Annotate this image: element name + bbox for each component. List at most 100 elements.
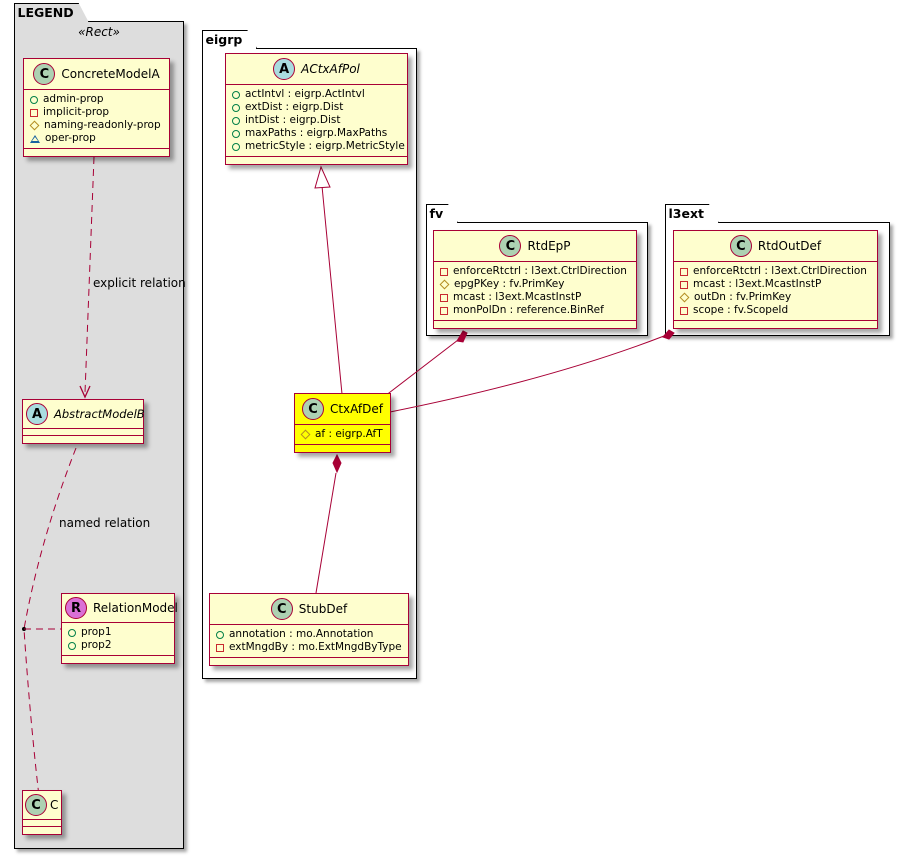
methods-compartment: [62, 656, 174, 663]
public-visibility-icon: [232, 116, 240, 125]
attribute-row: annotation : mo.Annotation: [216, 628, 402, 641]
legend-package-tab: LEGEND: [14, 3, 89, 22]
attribute-row: enforceRtctrl : l3ext.CtrlDirection: [680, 265, 871, 278]
abstract-badge-icon: A: [273, 58, 296, 80]
attribute-text: outDn : fv.PrimKey: [694, 291, 792, 303]
public-visibility-icon: [232, 103, 240, 112]
class-c[interactable]: C C: [22, 790, 62, 835]
composition-rtdepp-line: [384, 339, 459, 397]
public-visibility-icon: [232, 142, 240, 151]
class-stubdef[interactable]: C StubDef annotation : mo.Annotation ext…: [209, 593, 409, 666]
attribute-row: prop1: [68, 626, 168, 639]
attribute-text: monPolDn : reference.BinRef: [453, 304, 604, 316]
methods-compartment: [295, 445, 390, 452]
explicit-relation-line: [84, 156, 95, 394]
methods-compartment: [226, 157, 407, 164]
relation-badge-icon: R: [65, 597, 87, 619]
attribute-row: outDn : fv.PrimKey: [679, 291, 871, 304]
inheritance-arrowhead: [314, 165, 331, 189]
composition-rtdoutdef-line: [389, 335, 665, 413]
class-badge-icon: C: [33, 63, 56, 85]
attribute-text: maxPaths : eigrp.MaxPaths: [245, 127, 388, 139]
attribute-text: actIntvl : eigrp.ActIntvl: [245, 88, 365, 100]
class-relation-model[interactable]: R RelationModel prop1 prop2: [61, 593, 178, 664]
methods-compartment: [434, 321, 636, 328]
attribute-row: af : eigrp.AfT: [300, 428, 384, 441]
attribute-text: mcast : l3ext.McastInstP: [693, 278, 822, 290]
public-visibility-icon: [216, 630, 224, 639]
class-badge-icon: C: [729, 235, 752, 257]
methods-compartment: [24, 149, 169, 156]
public-visibility-icon: [30, 95, 38, 104]
class-name: CtxAfDef: [329, 402, 384, 416]
private-visibility-icon: [440, 293, 448, 302]
attribute-text: annotation : mo.Annotation: [229, 628, 374, 640]
attribute-text: prop2: [81, 639, 112, 651]
class-rtdepp[interactable]: C RtdEpP enforceRtctrl : l3ext.CtrlDirec…: [433, 230, 637, 329]
class-badge-icon: C: [301, 398, 324, 420]
private-visibility-icon: [30, 108, 38, 117]
attribute-row: mcast : l3ext.McastInstP: [680, 278, 871, 291]
private-visibility-icon: [680, 306, 688, 315]
attribute-row: admin-prop: [30, 93, 163, 106]
attribute-row: maxPaths : eigrp.MaxPaths: [232, 127, 401, 140]
private-visibility-icon: [440, 267, 448, 276]
public-visibility-icon: [68, 628, 76, 637]
methods-compartment: [23, 827, 61, 834]
private-visibility-icon: [440, 306, 448, 315]
attribute-text: naming-readonly-prop: [44, 119, 161, 131]
attribute-row: extDist : eigrp.Dist: [232, 101, 401, 114]
attribute-row: scope : fv.ScopeId: [680, 304, 871, 317]
explicit-relation-arrowhead: [79, 385, 91, 399]
class-badge-icon: C: [25, 794, 47, 816]
named-relation-line: [23, 447, 77, 806]
attribute-row: actIntvl : eigrp.ActIntvl: [232, 88, 401, 101]
attribute-row: monPolDn : reference.BinRef: [440, 304, 630, 317]
attribute-text: admin-prop: [43, 93, 104, 105]
attribute-row: mcast : l3ext.McastInstP: [440, 291, 630, 304]
attribute-text: extDist : eigrp.Dist: [245, 101, 344, 113]
attribute-text: mcast : l3ext.McastInstP: [453, 291, 582, 303]
attribute-text: metricStyle : eigrp.MetricStyle: [245, 140, 405, 152]
protected-visibility-icon: [439, 279, 450, 290]
attribute-row: oper-prop: [30, 132, 163, 145]
attribute-row: intDist : eigrp.Dist: [232, 114, 401, 127]
attribute-text: oper-prop: [45, 132, 96, 144]
fv-package-tab: fv: [426, 204, 459, 223]
class-actxafpol[interactable]: A ACtxAfPol actIntvl : eigrp.ActIntvl ex…: [225, 53, 408, 165]
methods-compartment: [23, 436, 143, 443]
attribute-text: implicit-prop: [43, 106, 110, 118]
package-visibility-icon: [30, 134, 40, 143]
composition-rtdoutdef-diamond: [662, 329, 675, 340]
public-visibility-icon: [232, 90, 240, 99]
class-name: ACtxAfPol: [301, 62, 360, 76]
attribute-row: prop2: [68, 639, 168, 652]
class-concrete-model-a[interactable]: C ConcreteModelA admin-prop implicit-pro…: [23, 58, 170, 157]
legend-stereotype: «Rect»: [78, 25, 120, 39]
public-visibility-icon: [232, 129, 240, 138]
attribute-text: enforceRtctrl : l3ext.CtrlDirection: [453, 265, 627, 277]
eigrp-package-tab: eigrp: [202, 30, 258, 49]
class-ctxafdef[interactable]: C CtxAfDef af : eigrp.AfT: [294, 393, 391, 453]
class-name: RelationModel: [93, 601, 178, 615]
attribute-row: metricStyle : eigrp.MetricStyle: [232, 140, 405, 153]
class-badge-icon: C: [499, 235, 522, 257]
class-name: RtdOutDef: [757, 239, 822, 253]
attribute-text: intDist : eigrp.Dist: [245, 114, 341, 126]
class-rtdoutdef[interactable]: C RtdOutDef enforceRtctrl : l3ext.CtrlDi…: [673, 230, 878, 329]
composition-stubdef-line: [315, 472, 337, 594]
class-name: AbstractModelB: [54, 407, 145, 421]
explicit-relation-label: explicit relation: [93, 276, 186, 290]
attribute-row: extMngdBy : mo.ExtMngdByType: [216, 641, 402, 654]
attribute-text: prop1: [81, 626, 112, 638]
attribute-text: extMngdBy : mo.ExtMngdByType: [229, 641, 402, 653]
protected-visibility-icon: [300, 429, 311, 440]
protected-visibility-icon: [29, 120, 40, 131]
class-abstract-model-b[interactable]: A AbstractModelB: [22, 399, 145, 444]
attribute-text: af : eigrp.AfT: [315, 428, 383, 440]
private-visibility-icon: [216, 643, 224, 652]
attribute-text: enforceRtctrl : l3ext.CtrlDirection: [693, 265, 867, 277]
attribute-row: naming-readonly-prop: [29, 119, 163, 132]
class-name: RtdEpP: [527, 239, 571, 253]
l3ext-package-tab: l3ext: [665, 204, 720, 223]
